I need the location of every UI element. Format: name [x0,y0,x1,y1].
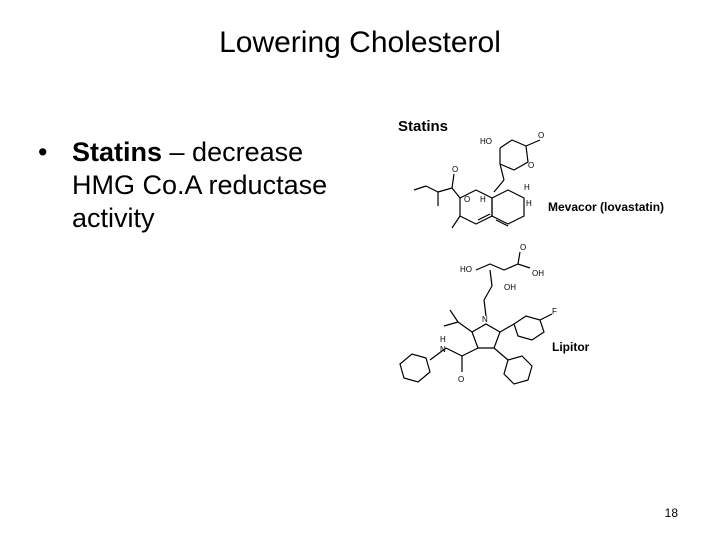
ester-bond [413,185,427,191]
isopropyl-bond [443,321,459,327]
bullet-bold-term: Statins [72,137,163,167]
chain-bond [483,299,487,317]
phenyl-ring-1 [399,353,431,383]
atom-ho-1: HO [480,137,492,146]
side-chain-bond [499,163,505,181]
pyrrole-ring [471,323,501,349]
figure-title: Statins [398,118,449,135]
methyl-bond [451,215,461,229]
atom-o-3: O [452,165,458,174]
bullet-rest-text: – decrease HMG Co.A reductase activity [72,137,328,233]
ester-bond [437,187,453,193]
chemical-structures: HO O O H O O H H HO O OH OH F N H N O [399,131,557,385]
chain-bond [489,269,493,287]
aryl-bond [499,323,515,333]
decalin-ring-2 [491,189,525,225]
amide-bond [445,347,463,357]
fluorine-bond [539,313,553,321]
chain-bond [483,285,493,301]
isopropyl-bond [457,321,473,333]
amide-bond [461,347,479,357]
atom-n-2: N [440,345,446,354]
bullet-text: Statins – decrease HMG Co.A reductase ac… [72,136,372,235]
atom-o-5: O [520,243,526,252]
side-chain-bond [493,179,505,193]
atom-h-3: H [526,199,532,208]
aryl-bond [493,347,509,361]
lactone-ring-bond [499,139,529,171]
double-bond [495,219,509,227]
lactone-carbonyl-bond [525,139,541,147]
fluorophenyl-ring [513,315,545,341]
atom-n-1: N [482,315,488,324]
atom-h-4: H [440,335,446,344]
statins-figure: Statins Mevacor (lovastatin) Lipitor [380,110,700,400]
atom-o-1: O [538,131,544,140]
atom-o-4: O [464,195,470,204]
ester-bond [425,185,439,193]
atom-f: F [552,307,557,316]
phenyl-ring-2 [503,355,533,385]
atom-oh-2: OH [504,283,516,292]
slide-title: Lowering Cholesterol [219,26,501,59]
atom-ho-2: HO [460,265,472,274]
lipitor-label: Lipitor [552,340,590,354]
atom-o-6: O [458,375,464,384]
atom-o-2: O [528,161,534,170]
acid-chain-bond [475,263,531,271]
atom-oh-1: OH [532,269,544,278]
bullet-marker: • [38,137,48,167]
double-bond [477,213,491,221]
ester-bond [451,187,461,199]
ester-bond [451,173,455,189]
mevacor-label: Mevacor (lovastatin) [548,200,665,214]
page-number: 18 [664,506,678,520]
acid-carbonyl-bond [517,251,521,265]
atom-h-1: H [524,183,530,192]
isopropyl-bond [449,309,459,323]
atom-h-2: H [480,195,486,204]
amide-bond [429,347,447,361]
